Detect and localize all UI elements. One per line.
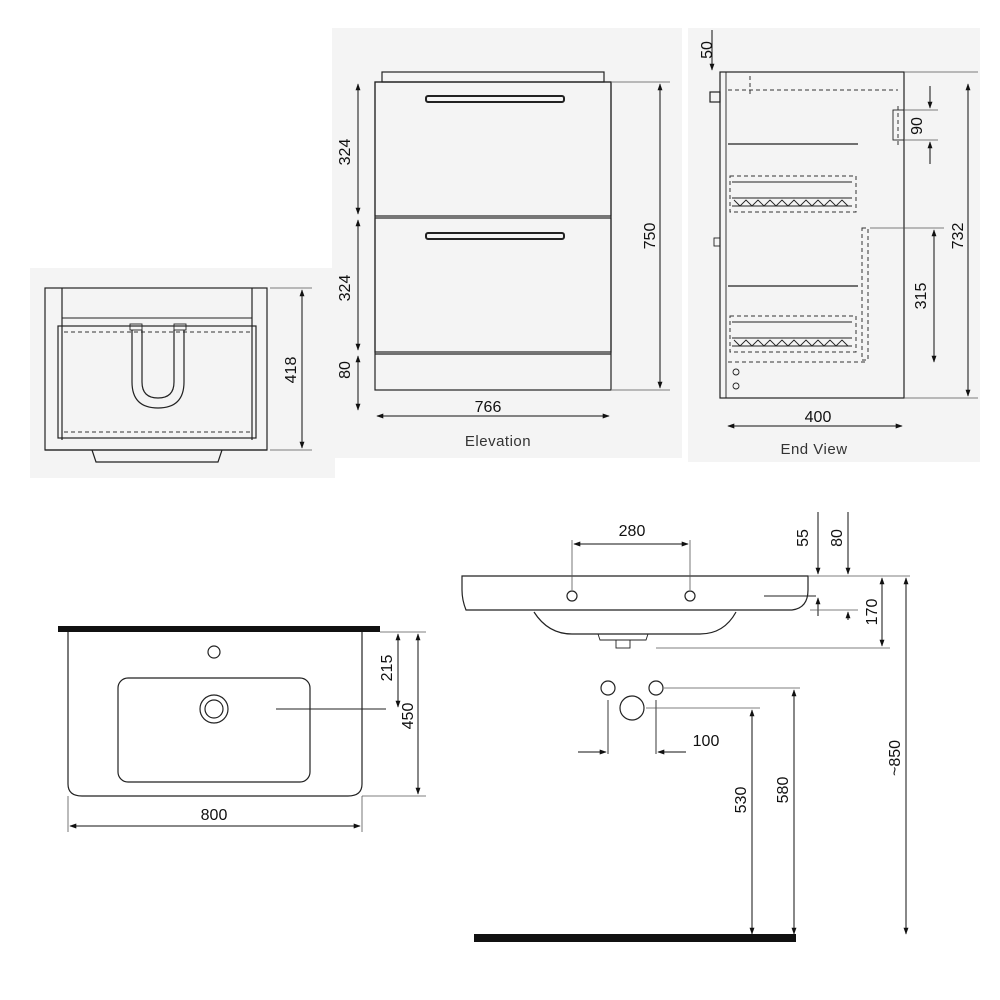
end-view-caption: End View xyxy=(780,441,847,458)
end-view-background xyxy=(688,28,980,462)
top-view-background xyxy=(30,268,335,478)
basin-bowl xyxy=(117,677,311,783)
tap-spacing-dimension: 280 xyxy=(619,523,646,540)
basin-depth-dimension: 450 xyxy=(400,703,417,730)
basin-top-edge xyxy=(58,626,380,632)
basin-width-dimension: 800 xyxy=(201,807,228,824)
end-depth-dimension: 400 xyxy=(805,409,832,426)
elevation-width-dimension: 766 xyxy=(475,399,502,416)
pipe-spacing-dimension: 100 xyxy=(693,733,720,750)
cabinet-top-view: 418 xyxy=(30,268,335,478)
depth-dimension-label: 418 xyxy=(283,357,300,384)
rim-outer-dimension: 80 xyxy=(829,529,846,547)
drawer-lower xyxy=(374,217,612,353)
basin-plan-view: 215 450 800 xyxy=(58,626,426,832)
end-top-dimension: 50 xyxy=(699,41,716,59)
end-view-outline xyxy=(719,71,905,399)
rim-dimension: 55 xyxy=(795,529,812,547)
elevation-caption: Elevation xyxy=(465,433,531,450)
section-waste-outlet xyxy=(615,639,631,649)
plinth-dimension: 80 xyxy=(337,361,354,379)
drawer-upper-handle xyxy=(425,95,565,103)
end-view: 50 90 315 732 400 End View xyxy=(688,28,980,462)
top-fixing xyxy=(709,91,721,103)
supply-pipe-left xyxy=(600,680,616,696)
section-basin-rim xyxy=(461,575,809,611)
section-tap-left xyxy=(566,590,578,602)
drawer-upper xyxy=(374,81,612,217)
basin-section-view: 280 55 80 170 100 530 580 ~850 xyxy=(461,512,910,942)
basin-outline xyxy=(67,632,363,797)
lower-runner xyxy=(861,227,869,361)
basin-lip xyxy=(91,449,223,463)
waste-height-dimension: 530 xyxy=(733,787,750,814)
waste-cutout xyxy=(131,330,185,409)
waste-inner xyxy=(204,699,224,719)
upper-drawer-box xyxy=(729,175,857,213)
tap-hole xyxy=(207,645,221,659)
basin-tap-dimension: 215 xyxy=(379,655,396,682)
drawer-lower-handle xyxy=(425,232,565,240)
drawer-lower-dimension: 324 xyxy=(337,275,354,302)
elevation-background xyxy=(332,28,682,458)
waste-outer xyxy=(199,694,229,724)
elevation-view: 324 324 80 750 766 Elevation xyxy=(332,28,682,458)
floor-line xyxy=(474,934,796,942)
overall-height-dimension: ~850 xyxy=(887,740,904,776)
section-tap-right xyxy=(684,590,696,602)
supply-height-dimension: 580 xyxy=(775,777,792,804)
end-lower-drawer-dimension: 315 xyxy=(913,283,930,310)
waste-pipe xyxy=(619,695,645,721)
supply-pipe-right xyxy=(648,680,664,696)
top-view-drawer-box xyxy=(57,325,257,439)
section-bowl xyxy=(533,611,737,635)
end-height-dimension: 732 xyxy=(950,223,967,250)
end-runner-dimension: 90 xyxy=(909,117,926,135)
bowl-depth-dimension: 170 xyxy=(864,599,881,626)
drawer-upper-dimension: 324 xyxy=(337,139,354,166)
lower-drawer-box xyxy=(729,315,857,353)
elevation-height-dimension: 750 xyxy=(642,223,659,250)
